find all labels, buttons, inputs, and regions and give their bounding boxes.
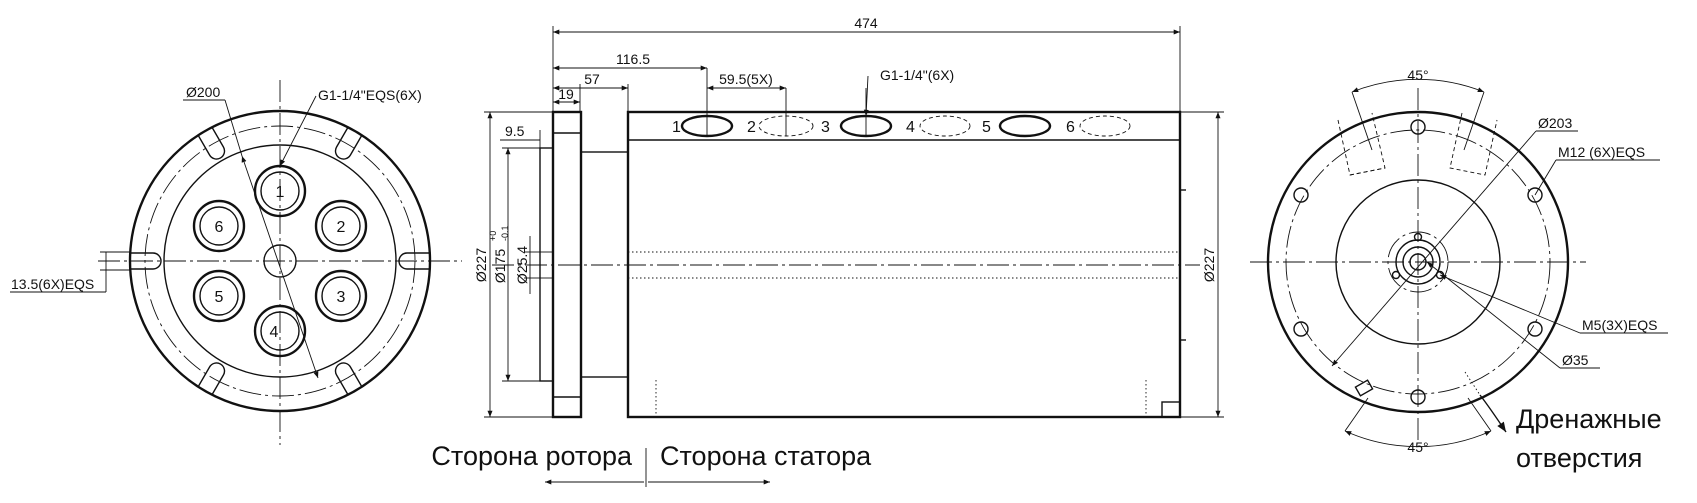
port-5-number: 5 bbox=[215, 289, 224, 306]
dim-d227-right: Ø227 bbox=[1201, 248, 1217, 282]
caption-drain-line1: Дренажные bbox=[1516, 404, 1662, 434]
diameter-leader-extension bbox=[224, 99, 243, 157]
rotor-flange bbox=[551, 110, 583, 419]
angle-arc-top bbox=[1351, 78, 1485, 93]
dim-hole-13-5: 13.5(6X)EQS bbox=[11, 276, 94, 292]
dim-m5: M5(3X)EQS bbox=[1582, 317, 1657, 333]
dim-19: 19 bbox=[558, 86, 574, 102]
caption-drain-line2: отверстия bbox=[1516, 443, 1642, 473]
stator-end-view: 45° 45° Ø203 M12 (6X)EQS M5(3X)EQS Ø35 Д… bbox=[1250, 67, 1668, 473]
port-3-number: 3 bbox=[337, 289, 346, 306]
dim-pitch: 59.5(5X) bbox=[719, 71, 773, 87]
d203-leader bbox=[1331, 130, 1537, 367]
bolt-circle bbox=[144, 125, 416, 397]
dim-d175: Ø175 bbox=[492, 249, 508, 283]
dim-m12: M12 (6X)EQS bbox=[1558, 144, 1645, 160]
side-port-leader bbox=[863, 75, 869, 117]
side-port-6-number: 6 bbox=[1066, 119, 1075, 136]
m5-leader bbox=[1439, 274, 1581, 334]
caption-rotor-side: Сторона ротора bbox=[431, 441, 633, 471]
m5-hole-2 bbox=[1391, 270, 1401, 280]
rotor-neck bbox=[580, 151, 629, 378]
side-port-5 bbox=[998, 114, 1052, 138]
dim-diameter-200: Ø200 bbox=[186, 84, 220, 100]
dim-port-thread: G1-1/4"EQS(6X) bbox=[318, 87, 422, 103]
side-port-4 bbox=[919, 115, 971, 137]
port-5: 5 bbox=[192, 269, 246, 323]
mounting-slots bbox=[129, 126, 431, 396]
rotor-end-view: 1 2 3 4 5 6 Ø200 G1-1/4"EQS(6X) bbox=[10, 80, 462, 445]
m5-pitch-circle bbox=[1387, 231, 1449, 293]
right-outer-circle bbox=[1266, 110, 1570, 414]
dim-9-5: 9.5 bbox=[505, 123, 525, 139]
port-2-number: 2 bbox=[337, 219, 346, 236]
side-port-1-number: 1 bbox=[672, 119, 681, 136]
m5-hole-1 bbox=[1413, 232, 1423, 242]
right-inner-circle bbox=[1335, 179, 1501, 345]
drain-leader bbox=[1479, 394, 1507, 433]
side-port-2-number: 2 bbox=[747, 119, 756, 136]
diameter-leader bbox=[241, 155, 319, 379]
drain-hole-left bbox=[1354, 379, 1374, 397]
dim-d175-tol-upper: +0 bbox=[488, 231, 498, 241]
body-corner-detail bbox=[1161, 401, 1181, 418]
angle-arc-bottom bbox=[1344, 430, 1492, 448]
dim-total-length: 474 bbox=[854, 15, 878, 31]
dim-side-port-thread: G1-1/4"(6X) bbox=[880, 67, 954, 83]
side-port-3-number: 3 bbox=[821, 119, 830, 136]
stator-body bbox=[626, 110, 1182, 419]
side-port-4-number: 4 bbox=[906, 119, 915, 136]
dim-116-5: 116.5 bbox=[616, 51, 650, 67]
port-2: 2 bbox=[314, 199, 368, 253]
dim-d175-tol-lower: -0.1 bbox=[500, 225, 510, 241]
dim-57: 57 bbox=[584, 71, 600, 87]
port-3: 3 bbox=[314, 269, 368, 323]
d35-leader bbox=[1426, 261, 1561, 369]
side-ports: 1 2 3 4 5 6 bbox=[672, 68, 1131, 138]
dim-d227-left: Ø227 bbox=[473, 248, 489, 282]
drain-hole-right bbox=[1464, 371, 1481, 396]
dim-d25: Ø25.4 bbox=[514, 246, 530, 284]
m12-holes bbox=[1293, 119, 1543, 405]
port-6-number: 6 bbox=[215, 219, 224, 236]
dim-d203: Ø203 bbox=[1538, 115, 1572, 131]
right-bolt-circle bbox=[1285, 129, 1551, 395]
port-1-number: 1 bbox=[276, 184, 285, 201]
side-port-5-number: 5 bbox=[982, 119, 991, 136]
m12-leader bbox=[1534, 159, 1557, 196]
dim-d35: Ø35 bbox=[1562, 352, 1589, 368]
port-6: 6 bbox=[192, 199, 246, 253]
caption-stator-side: Сторона статора bbox=[660, 441, 872, 471]
port-4-number: 4 bbox=[270, 324, 279, 341]
center-bore-core bbox=[1409, 253, 1427, 271]
hidden-thread-holes bbox=[1337, 112, 1498, 176]
port-leader bbox=[279, 95, 317, 167]
rotor-spigot bbox=[539, 147, 554, 382]
dim-angle-bottom: 45° bbox=[1407, 439, 1428, 455]
side-port-6 bbox=[1079, 115, 1131, 137]
dim-angle-top: 45° bbox=[1407, 67, 1428, 83]
side-view: 1 2 3 4 5 6 474 116.5 57 19 59.5(5X) G1-… bbox=[431, 15, 1224, 487]
